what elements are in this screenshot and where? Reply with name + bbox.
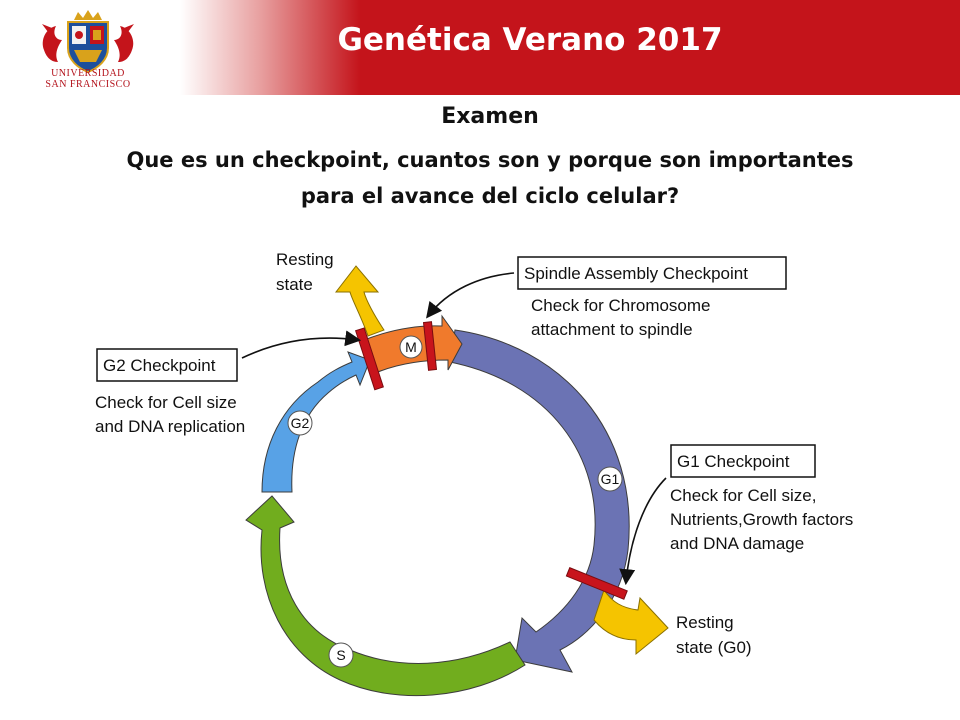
g1-checkpoint-desc-1: Check for Cell size, bbox=[670, 486, 816, 505]
resting-state-top-line1: Resting bbox=[276, 250, 334, 269]
question-line-2: para el avance del ciclo celular? bbox=[300, 184, 680, 208]
g1-checkpoint-desc-2: Nutrients,Growth factors bbox=[670, 510, 853, 529]
g1-pointer-arrow bbox=[619, 477, 667, 586]
g2-checkpoint-bar bbox=[354, 327, 384, 391]
s-phase-circle bbox=[328, 642, 354, 668]
g1-checkpoint-desc-3: and DNA damage bbox=[670, 534, 804, 553]
resting-state-arrow-g0 bbox=[593, 588, 669, 656]
logo-text-line1: UNIVERSIDAD bbox=[51, 68, 125, 79]
g1-checkpoint-bar bbox=[565, 567, 628, 600]
spindle-pointer-arrow bbox=[426, 272, 515, 319]
logo-text-line2: SAN FRANCISCO bbox=[45, 79, 131, 90]
resting-state-top-line2: state bbox=[276, 275, 313, 294]
g1-phase-circle bbox=[597, 466, 623, 492]
exam-label: Examen bbox=[441, 104, 539, 129]
resting-state-g0-line1: Resting bbox=[676, 613, 734, 632]
spindle-checkpoint-desc-2: attachment to spindle bbox=[531, 320, 693, 339]
s-phase-label: S bbox=[336, 647, 345, 663]
g1-checkpoint-title: G1 Checkpoint bbox=[677, 452, 790, 471]
s-phase-arc bbox=[245, 495, 526, 697]
exam-question: Que es un checkpoint, cuantos son y porq… bbox=[60, 142, 920, 214]
question-line-1: Que es un checkpoint, cuantos son y porq… bbox=[126, 148, 854, 172]
g2-checkpoint-desc-1: Check for Cell size bbox=[95, 393, 237, 412]
g1-phase-arc bbox=[449, 329, 630, 673]
course-title: Genética Verano 2017 bbox=[337, 22, 723, 58]
m-phase-circle bbox=[399, 335, 423, 359]
university-crest-logo bbox=[42, 10, 134, 74]
spindle-checkpoint-box bbox=[517, 256, 787, 290]
g2-phase-label: G2 bbox=[291, 415, 310, 431]
resting-state-g0-line2: state (G0) bbox=[676, 638, 752, 657]
spindle-checkpoint-desc-1: Check for Chromosome bbox=[531, 296, 711, 315]
header-bar bbox=[0, 0, 960, 95]
spindle-checkpoint-bar bbox=[422, 321, 438, 371]
g2-pointer-arrow bbox=[241, 330, 362, 359]
g1-checkpoint-box bbox=[670, 444, 816, 478]
g2-checkpoint-desc-2: and DNA replication bbox=[95, 417, 245, 436]
g1-phase-label: G1 bbox=[601, 471, 620, 487]
g2-checkpoint-box bbox=[96, 348, 238, 382]
spindle-checkpoint-title: Spindle Assembly Checkpoint bbox=[524, 264, 748, 283]
m-phase-label: M bbox=[405, 339, 417, 355]
g2-phase-circle bbox=[287, 410, 313, 436]
resting-state-arrow-top bbox=[334, 265, 385, 337]
g2-checkpoint-title: G2 Checkpoint bbox=[103, 356, 216, 375]
g2-phase-arc bbox=[261, 351, 371, 493]
